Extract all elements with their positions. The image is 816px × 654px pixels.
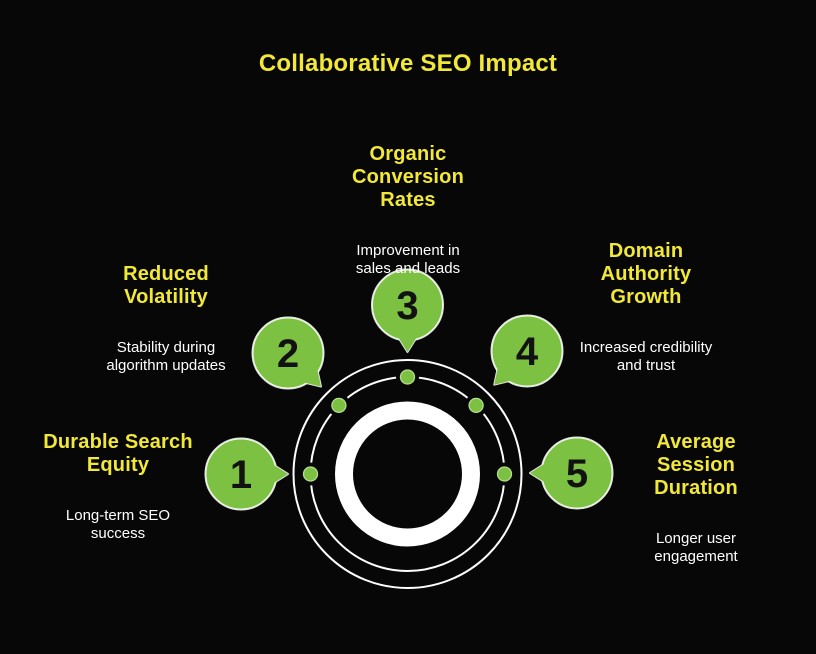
item-label-2: Reduced Volatility Stability during algo… <box>56 245 276 393</box>
pin-number-2: 2 <box>277 332 299 376</box>
pin-tail-fill <box>494 353 526 385</box>
pin-tail-fill <box>530 456 557 490</box>
orbit-dot-5 <box>496 466 513 482</box>
item-title-4: Domain Authority Growth <box>600 240 692 308</box>
item-title-1: Durable Search Equity <box>43 431 193 476</box>
orbit-dot-2 <box>331 397 347 414</box>
pin-tail-fill <box>289 355 322 387</box>
orbit-dots <box>299 365 516 486</box>
pin-number-3: 3 <box>396 284 418 328</box>
item-label-3: Organic Conversion Rates Improvement in … <box>298 125 518 296</box>
item-desc-4: Increased credibility and trust <box>579 339 713 374</box>
outer-orbit-circle <box>292 359 523 589</box>
orbit-dot-1 <box>302 466 319 482</box>
pin-3: 3 <box>371 268 444 353</box>
pin-tail-fill <box>390 325 425 352</box>
pin-number-5: 5 <box>566 452 588 496</box>
pin-4: 4 <box>490 314 564 388</box>
item-label-5: Average Session Duration Longer user eng… <box>586 413 806 584</box>
pin-tail-fill <box>261 457 288 491</box>
concentric-circles <box>292 359 523 589</box>
item-title-3: Organic Conversion Rates <box>351 143 465 211</box>
item-desc-2: Stability during algorithm updates <box>106 339 226 374</box>
page-title: Collaborative SEO Impact <box>258 50 558 77</box>
item-label-1: Durable Search Equity Long-term SEO succ… <box>8 413 228 561</box>
item-desc-5: Longer user engagement <box>654 530 738 565</box>
item-title-5: Average Session Duration <box>654 431 738 499</box>
item-title-2: Reduced Volatility <box>123 263 209 308</box>
item-label-4: Domain Authority Growth Increased credib… <box>536 222 756 393</box>
item-desc-3: Improvement in sales and leads <box>355 242 461 277</box>
pin-number-1: 1 <box>230 453 252 497</box>
item-desc-1: Long-term SEO success <box>65 507 171 542</box>
center-ring <box>335 401 480 547</box>
pin-number-4: 4 <box>516 330 539 374</box>
pin-2: 2 <box>251 316 325 390</box>
orbit-dot-3 <box>399 369 416 385</box>
orbit-dot-4 <box>468 397 484 414</box>
pin-5: 5 <box>529 436 614 510</box>
pin-1: 1 <box>204 437 289 511</box>
